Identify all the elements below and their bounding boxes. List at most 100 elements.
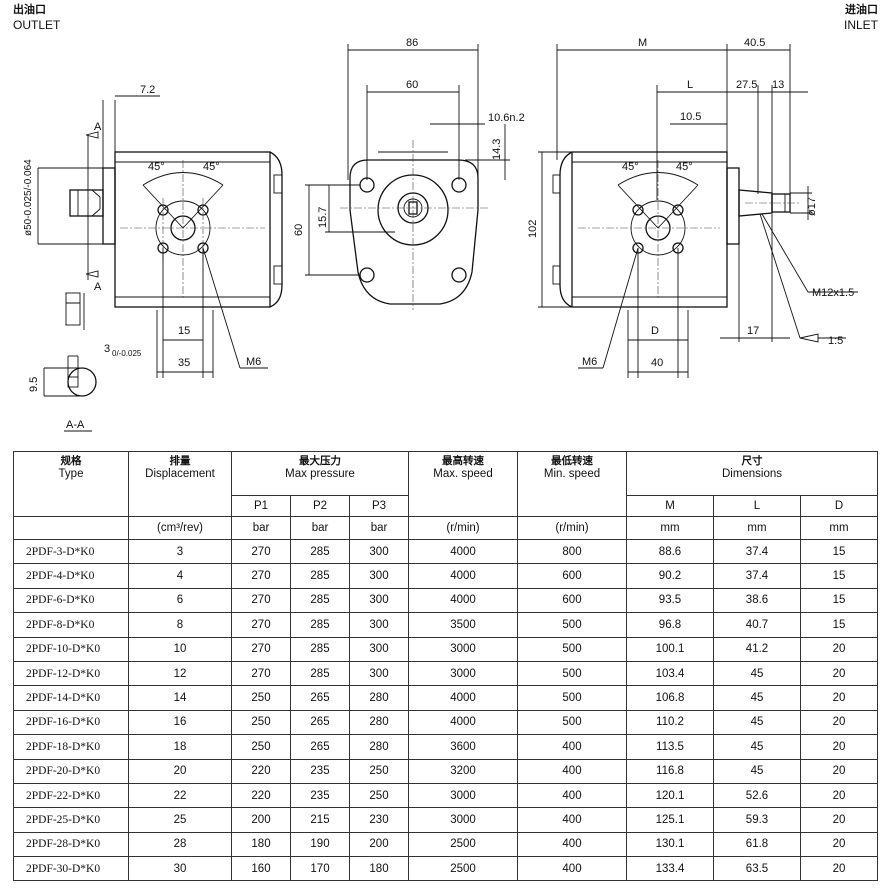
table-cell-d: 15 [800,612,878,638]
table-cell-p3: 250 [349,782,409,809]
table-cell-max: 2500 [408,856,518,882]
table-cell-min: 400 [517,758,627,784]
unit-cell: bar [349,516,409,540]
left-view: 45° 45° 7.2 ø50-0.025/-0.064 A A 15 35 [23,84,283,432]
dim-key-width: 3 [104,343,110,355]
table-cell-disp: 6 [128,587,232,614]
table-cell-p2: 265 [290,685,350,711]
table-cell-p2: 235 [290,758,350,784]
table-cell-d: 20 [800,709,878,736]
table-cell-d: 15 [800,587,878,614]
dim-102: 102 [527,220,539,238]
inlet-label: 进油口 INLET [844,3,878,33]
m6-label-right: M6 [582,356,597,368]
angle-label: 45° [203,161,220,173]
table-cell-p2: 265 [290,709,350,736]
dim-14-3: 14.3 [491,139,503,160]
table-cell-m: 133.4 [626,856,714,882]
table-cell-max: 3000 [408,660,518,687]
table-cell-disp: 30 [128,856,232,882]
table-cell-min: 400 [517,856,627,882]
table-cell-disp: 25 [128,807,232,833]
spec-table: 规格 Type 排量 Displacement 最大压力 Max pressur… [13,451,878,882]
table-cell-p1: 270 [231,538,291,565]
unit-cell: bar [231,516,291,540]
header-dimensions: 尺寸 Dimensions [626,451,878,496]
table-cell-d: 20 [800,782,878,809]
table-cell-d: 20 [800,831,878,858]
table-cell-p3: 300 [349,660,409,687]
header-displacement: 排量 Displacement [128,451,232,517]
table-cell-p2: 190 [290,831,350,858]
table-cell-max: 3000 [408,636,518,662]
table-cell-p2: 215 [290,807,350,833]
table-cell-p3: 280 [349,734,409,760]
header-min-speed: 最低转速 Min. speed [517,451,627,517]
table-cell-d: 15 [800,563,878,589]
table-cell-p3: 200 [349,831,409,858]
unit-cell: (r/min) [517,516,627,540]
table-cell-min: 800 [517,538,627,565]
table-cell-p2: 285 [290,587,350,614]
unit-cell: (cm³/rev) [128,516,232,540]
table-cell-p2: 285 [290,636,350,662]
table-cell-m: 113.5 [626,734,714,760]
table-cell-d: 15 [800,538,878,565]
dim-17: 17 [747,325,759,337]
table-cell-d: 20 [800,734,878,760]
table-cell-max: 3000 [408,782,518,809]
table-cell-p1: 250 [231,685,291,711]
header-p3: P3 [349,495,409,517]
table-cell-p1: 160 [231,856,291,882]
angle-label: 45° [622,161,639,173]
unit-cell: (r/min) [408,516,518,540]
table-cell-l: 45 [713,709,801,736]
table-cell-d: 20 [800,807,878,833]
table-cell-disp: 4 [128,563,232,589]
table-cell-p1: 270 [231,563,291,589]
dim-phi17: ø17 [806,197,818,216]
header-p2: P2 [290,495,350,517]
dim-15-7: 15.7 [317,207,329,228]
dim-86: 86 [406,37,418,49]
table-cell-m: 90.2 [626,563,714,589]
table-cell-type: 2PDF-30-D*K0 [13,856,129,882]
table-cell-type: 2PDF-28-D*K0 [13,831,129,858]
table-cell-p3: 300 [349,538,409,565]
header-m: M [626,495,714,517]
table-cell-m: 106.8 [626,685,714,711]
table-cell-disp: 10 [128,636,232,662]
section-label: A-A [66,419,85,431]
table-cell-disp: 3 [128,538,232,565]
table-cell-type: 2PDF-18-D*K0 [13,734,129,760]
table-cell-max: 3600 [408,734,518,760]
table-cell-l: 63.5 [713,856,801,882]
table-cell-type: 2PDF-12-D*K0 [13,660,129,687]
table-cell-l: 45 [713,685,801,711]
table-cell-max: 3500 [408,612,518,638]
angle-label: 45° [148,161,165,173]
table-cell-type: 2PDF-10-D*K0 [13,636,129,662]
table-cell-p2: 265 [290,734,350,760]
table-cell-d: 20 [800,758,878,784]
table-cell-type: 2PDF-22-D*K0 [13,782,129,809]
header-d: D [800,495,878,517]
table-cell-m: 130.1 [626,831,714,858]
table-cell-min: 400 [517,807,627,833]
dim-35: 35 [178,357,190,369]
table-cell-disp: 12 [128,660,232,687]
dim-10-5: 10.5 [680,111,701,123]
table-cell-p1: 270 [231,587,291,614]
table-cell-m: 93.5 [626,587,714,614]
table-cell-min: 500 [517,685,627,711]
dim-9-5: 9.5 [28,377,40,392]
dim-40: 40 [651,357,663,369]
